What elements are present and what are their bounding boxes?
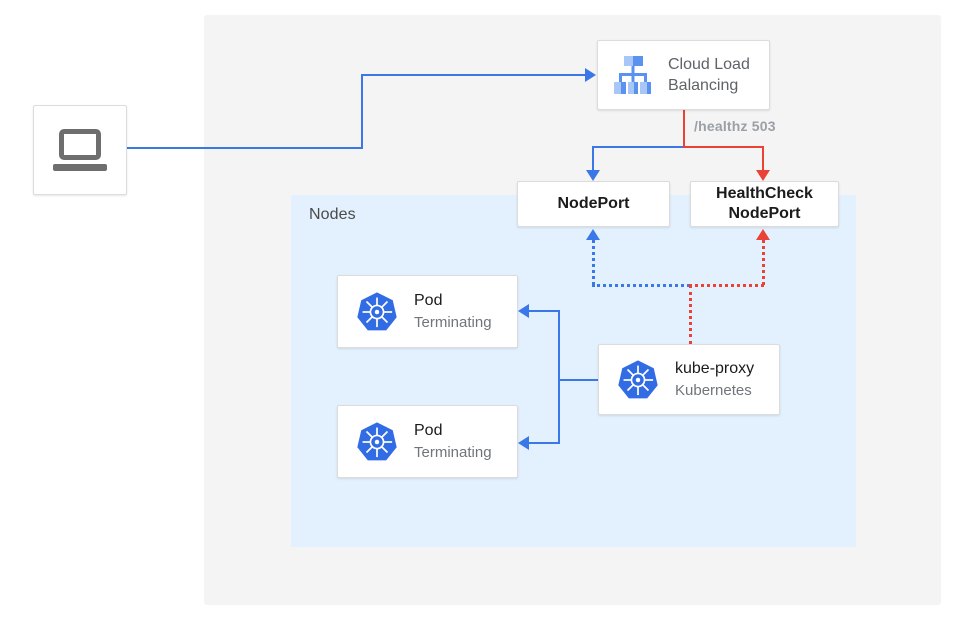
- edge-kubeproxy-to-nodeport-dotted-vertical: [592, 240, 595, 285]
- edge-kubeproxy-to-nodeport-dotted-horizontal: [592, 284, 690, 287]
- healthz-503-label: /healthz 503: [694, 118, 776, 134]
- healthcheck-nodeport-label-line2: NodePort: [728, 205, 801, 222]
- arrow-into-healthcheck-nodeport: [756, 170, 770, 181]
- pod-1-text: Pod Terminating: [414, 291, 492, 333]
- pod-2-card[interactable]: Pod Terminating: [337, 405, 518, 478]
- edge-lb-to-nodeport-vertical: [592, 146, 594, 172]
- laptop-base: [53, 164, 107, 171]
- edge-lb-to-healthcheck-horizontal: [683, 146, 763, 148]
- edge-lb-to-nodeport-horizontal: [592, 146, 684, 148]
- pod-2-title: Pod: [414, 421, 443, 439]
- pod-2-status: Terminating: [414, 443, 492, 461]
- nodeport-label: NodePort: [557, 195, 630, 212]
- arrow-into-cloud-load-balancing: [585, 68, 596, 82]
- laptop-icon: [53, 129, 107, 171]
- edge-kubeproxy-to-pod-2-horizontal: [529, 442, 560, 444]
- arrow-into-pod-1: [518, 304, 529, 318]
- edge-kubeproxy-dotted-trunk: [689, 285, 692, 344]
- nodes-region-label: Nodes: [309, 206, 356, 223]
- edge-lb-down-trunk: [683, 110, 685, 147]
- healthcheck-nodeport-box[interactable]: HealthCheck NodePort: [690, 181, 839, 227]
- kube-proxy-title: kube-proxy: [675, 359, 755, 377]
- edge-client-to-lb-segment-3: [361, 74, 585, 76]
- healthcheck-nodeport-label: HealthCheck NodePort: [716, 184, 813, 224]
- kubernetes-icon: [357, 291, 397, 330]
- laptop-screen: [59, 129, 101, 160]
- edge-client-to-lb-segment-1: [127, 147, 363, 149]
- edge-kubeproxy-to-pod-1-horizontal: [529, 310, 560, 312]
- healthcheck-nodeport-label-line1: HealthCheck: [716, 185, 813, 202]
- cloud-load-balancing-label-line2: Balancing: [668, 77, 739, 94]
- kube-proxy-text: kube-proxy Kubernetes: [675, 359, 754, 401]
- arrow-into-pod-2: [518, 436, 529, 450]
- edge-kubeproxy-to-healthcheck-dotted-vertical: [762, 240, 765, 285]
- pod-1-status: Terminating: [414, 313, 492, 331]
- arrow-dotted-into-nodeport: [586, 229, 600, 240]
- cloud-load-balancing-label: Cloud Load Balancing: [668, 54, 750, 96]
- edge-lb-to-healthcheck-vertical: [762, 146, 764, 172]
- edge-kubeproxy-to-pods-stem: [558, 379, 600, 381]
- pod-1-card[interactable]: Pod Terminating: [337, 275, 518, 348]
- edge-kubeproxy-to-pods-bracket: [558, 310, 560, 443]
- edge-kubeproxy-to-healthcheck-dotted-horizontal: [689, 284, 764, 287]
- kubernetes-icon: [618, 359, 658, 398]
- cloud-load-balancing-label-line1: Cloud Load: [668, 56, 750, 73]
- kube-proxy-subtitle: Kubernetes: [675, 381, 752, 399]
- pod-2-text: Pod Terminating: [414, 421, 492, 463]
- kube-proxy-card[interactable]: kube-proxy Kubernetes: [598, 344, 780, 415]
- client-laptop-card[interactable]: [33, 105, 127, 195]
- cloud-load-balancing-card[interactable]: Cloud Load Balancing: [597, 40, 770, 110]
- cloud-load-balancing-icon: [612, 56, 654, 94]
- pod-1-title: Pod: [414, 291, 443, 309]
- edge-client-to-lb-segment-2: [361, 74, 363, 148]
- arrow-into-nodeport: [586, 170, 600, 181]
- kubernetes-icon: [357, 421, 397, 460]
- nodeport-box[interactable]: NodePort: [517, 181, 670, 227]
- arrow-dotted-into-healthcheck-nodeport: [756, 229, 770, 240]
